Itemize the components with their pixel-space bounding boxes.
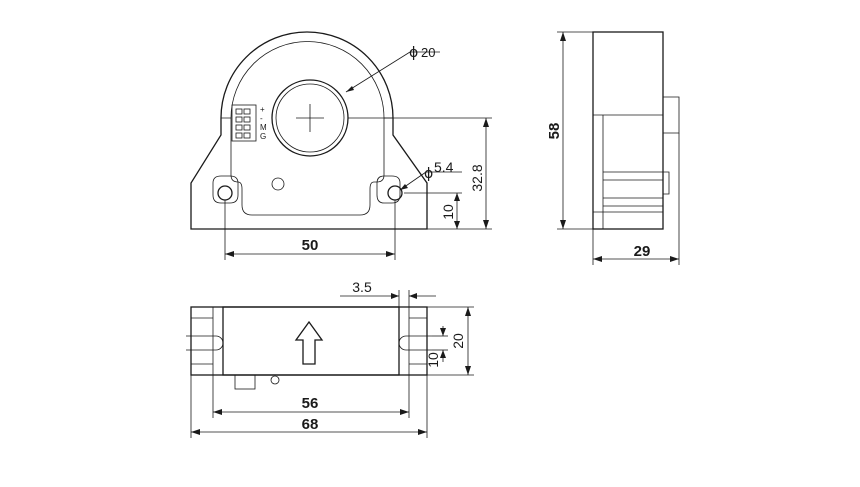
side-body bbox=[592, 31, 664, 230]
dim-depth: 29 bbox=[634, 243, 651, 260]
terminal-label-minus: - bbox=[260, 114, 263, 123]
side-view: 58 29 bbox=[546, 31, 680, 265]
dim-base-height: 20 bbox=[450, 333, 466, 349]
phi20-symbol: ϕ bbox=[409, 45, 418, 61]
front-left-lug bbox=[212, 175, 239, 204]
phi54-symbol: ϕ bbox=[424, 166, 433, 182]
direction-arrow bbox=[294, 320, 324, 365]
dim-center-height: 32.8 bbox=[469, 164, 485, 191]
dim-width-front: 50 bbox=[302, 237, 319, 254]
front-small-circle bbox=[271, 177, 285, 191]
dim-total-height: 58 bbox=[546, 123, 563, 140]
top-body bbox=[222, 306, 400, 376]
terminal-label-plus: + bbox=[260, 105, 265, 114]
dim-hole-diameter: 20 bbox=[421, 45, 435, 60]
left-mount-hole bbox=[217, 185, 233, 201]
phi20-leader bbox=[345, 51, 411, 93]
dim-mount-hole-diameter: 5.4 bbox=[434, 159, 454, 175]
dim-mount-hole-height: 10 bbox=[440, 204, 456, 220]
side-terminal-stub bbox=[663, 171, 670, 195]
front-right-lug bbox=[376, 175, 401, 204]
front-inner-contour bbox=[220, 117, 394, 135]
terminal-label-g: G bbox=[260, 132, 266, 141]
side-projection bbox=[663, 96, 680, 134]
top-small-circle bbox=[270, 375, 280, 385]
dim-slot-height: 10 bbox=[425, 352, 441, 368]
dim-offset-top: 3.5 bbox=[352, 279, 372, 295]
front-view: + - M G ϕ 20 ϕ 5.4 32.8 10 bbox=[190, 31, 492, 260]
right-slot bbox=[398, 335, 432, 351]
dim-inner-width: 56 bbox=[302, 395, 319, 412]
left-slot bbox=[186, 335, 224, 351]
top-base bbox=[190, 306, 428, 376]
terminal-label-m: M bbox=[260, 123, 267, 132]
terminal-pins bbox=[235, 108, 251, 139]
center-hole-inner bbox=[275, 83, 345, 153]
front-inner-body bbox=[230, 41, 385, 216]
top-terminal-box bbox=[234, 374, 256, 390]
terminal-block bbox=[231, 104, 257, 142]
top-view: 3.5 20 10 56 68 bbox=[186, 279, 474, 438]
dim-total-width: 68 bbox=[302, 416, 319, 433]
